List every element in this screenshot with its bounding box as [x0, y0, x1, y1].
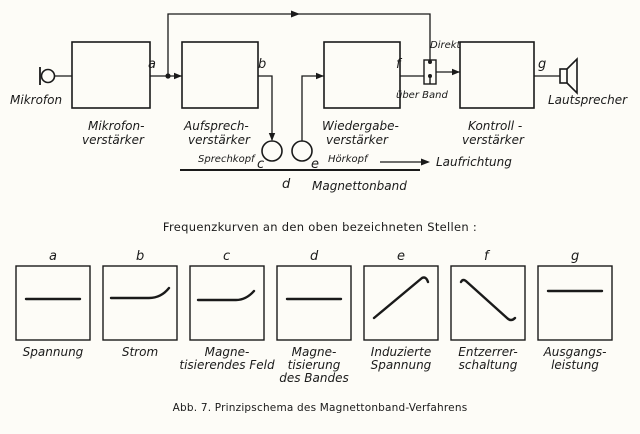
- point-f-label: f: [396, 57, 403, 72]
- magnettonband-label: Magnettonband: [312, 179, 407, 193]
- panel-e-label-0: Induzierte: [371, 345, 431, 359]
- point-a-label: a: [148, 57, 156, 72]
- wiedergabe-verstaerker-box: [323, 41, 401, 109]
- arrow-e: [316, 72, 324, 80]
- panel-b-curve: [109, 286, 171, 300]
- wire-e: [301, 75, 324, 141]
- panel-c-frame: [189, 265, 265, 341]
- panel-g-label-0: Ausgangs-: [543, 345, 607, 359]
- microphone-icon: [39, 67, 72, 85]
- panel-f-curve: [459, 278, 517, 322]
- kontroll-verstaerker-label-1: Kontroll -: [468, 119, 522, 133]
- panel-f-label-1: schaltung: [459, 358, 518, 372]
- panel-e-curve: [372, 276, 430, 320]
- point-c-label: c: [257, 157, 264, 172]
- panel-f-letter: f: [484, 249, 491, 264]
- figure-caption: Abb. 7. Prinzipschema des Magnettonband-…: [172, 402, 468, 414]
- arrow-a: [174, 72, 182, 80]
- arrow-switch: [452, 68, 460, 76]
- laufrichtung-arrow-head: [421, 158, 430, 166]
- direkt-label: Direkt: [430, 40, 462, 51]
- panel-d-label-2: des Bandes: [279, 371, 349, 385]
- panel-e-frame: [363, 265, 439, 341]
- direct-path-wire: [167, 13, 431, 76]
- ueber-band-label: über Band: [396, 90, 448, 101]
- point-d-label: d: [282, 177, 291, 192]
- panel-g-frame: [537, 265, 613, 341]
- point-e-label: e: [311, 157, 319, 172]
- panel-b-frame: [102, 265, 178, 341]
- panel-c-label-0: Magne-: [205, 345, 250, 359]
- lautsprecher-label: Lautsprecher: [548, 93, 628, 107]
- aufsprech-verstaerker-label-1: Aufsprech-: [183, 119, 249, 133]
- arrow-b: [268, 133, 276, 141]
- frequency-heading: Frequenzkurven an den oben bezeichneten …: [162, 220, 478, 234]
- panel-a-frame: [15, 265, 91, 341]
- direct-path-arrow: [291, 10, 300, 18]
- panel-a-letter: a: [49, 249, 57, 264]
- panel-e-label-1: Spannung: [371, 358, 432, 372]
- panel-c-label-1: tisierendes Feld: [179, 358, 275, 372]
- loudspeaker-icon: [559, 57, 578, 95]
- junction-a: [165, 73, 171, 79]
- panel-d-label-0: Magne-: [292, 345, 337, 359]
- hoerkopf-head: [291, 140, 313, 162]
- mikrofon-verstaerker-label-2: verstärker: [82, 133, 145, 147]
- point-g-label: g: [538, 57, 546, 72]
- panel-a-label-0: Spannung: [23, 345, 84, 359]
- panel-g-letter: g: [571, 249, 579, 264]
- wire-b: [258, 75, 273, 140]
- aufsprech-verstaerker-label-2: verstärker: [188, 133, 251, 147]
- mikrofon-verstaerker-box: [71, 41, 151, 109]
- panel-d-label-1: tisierung: [288, 358, 341, 372]
- panel-b-letter: b: [136, 249, 144, 264]
- point-b-label: b: [258, 57, 266, 72]
- wiedergabe-verstaerker-label-1: Wiedergabe-: [322, 119, 399, 133]
- panel-g-label-1: leistung: [551, 358, 599, 372]
- panel-c-curve: [196, 289, 256, 302]
- laufrichtung-label: Laufrichtung: [436, 155, 512, 169]
- panel-c-letter: c: [223, 249, 230, 264]
- panel-b-label-0: Strom: [122, 345, 158, 359]
- panel-d-frame: [276, 265, 352, 341]
- panel-e-letter: e: [397, 249, 405, 264]
- kontroll-verstaerker-box: [459, 41, 535, 109]
- wiedergabe-verstaerker-label-2: verstärker: [326, 133, 389, 147]
- panel-d-letter: d: [310, 249, 319, 264]
- aufsprech-verstaerker-box: [181, 41, 259, 109]
- hoerkopf-label: Hörkopf: [328, 154, 369, 165]
- mikrofon-label: Mikrofon: [10, 93, 62, 107]
- sprechkopf-head: [261, 140, 283, 162]
- mikrofon-verstaerker-label-1: Mikrofon-: [88, 119, 144, 133]
- panel-f-label-0: Entzerrer-: [458, 345, 517, 359]
- sprechkopf-label: Sprechkopf: [198, 154, 256, 165]
- kontroll-verstaerker-label-2: verstärker: [462, 133, 525, 147]
- switch-toggle[interactable]: [423, 59, 437, 85]
- panel-f-frame: [450, 265, 526, 341]
